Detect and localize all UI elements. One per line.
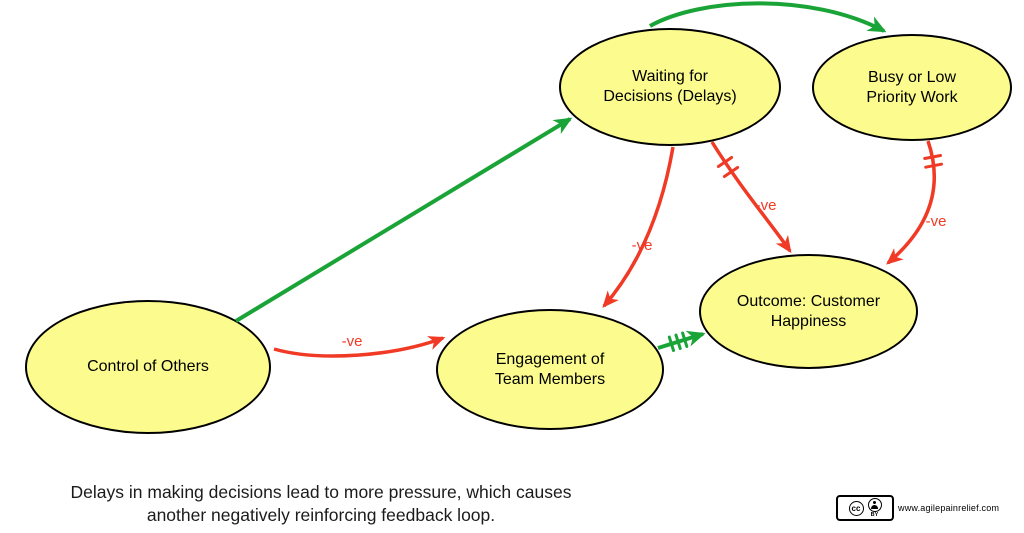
edge-label-negative: -ve — [756, 197, 777, 214]
edge-label-negative: -ve — [926, 213, 947, 230]
node-label: Waiting for Decisions (Delays) — [603, 68, 737, 105]
node-label: Engagement of Team Members — [494, 350, 606, 388]
footer: cc BY www.agilepainrelief.com — [836, 495, 999, 521]
node-engagement-of-team-members: Engagement of Team Members — [436, 309, 664, 430]
edge-waiting-to-busy — [649, 1, 887, 33]
node-label: Busy or Low Priority Work — [866, 68, 958, 106]
edge-control-to-engagement — [273, 336, 446, 358]
edge-waiting-to-outcome — [710, 141, 792, 254]
node-label: Outcome: Customer Happiness — [736, 292, 881, 330]
node-control-of-others: Control of Others — [25, 300, 271, 434]
person-head — [873, 500, 876, 504]
edge-label-negative: -ve — [632, 237, 653, 254]
caption-line-2: another negatively reinforcing feedback … — [146, 505, 496, 526]
node-waiting-for-decisions: Waiting for Decisions (Delays) — [559, 28, 781, 146]
delay-marks-waiting-to-outcome — [716, 156, 740, 178]
cc-icon: cc — [848, 500, 864, 516]
caption-line-1: Delays in making decisions lead to more … — [70, 482, 572, 502]
caption: Delays in making decisions lead to more … — [15, 481, 627, 527]
edge-label-negative: -ve — [342, 333, 363, 350]
edge-control-to-waiting — [234, 117, 573, 323]
website-url: www.agilepainrelief.com — [898, 503, 1000, 513]
node-label: Control of Others — [87, 358, 209, 375]
person-body — [871, 504, 878, 509]
edge-engagement-to-outcome — [657, 330, 706, 350]
delay-marks-engagement-to-outcome — [667, 331, 689, 352]
edge-busy-to-outcome — [886, 140, 936, 265]
delay-marks-busy-to-outcome — [923, 154, 943, 169]
edge-waiting-to-engagement — [602, 146, 675, 308]
node-busy-or-low-priority-work: Busy or Low Priority Work — [812, 34, 1012, 141]
node-outcome-customer-happiness: Outcome: Customer Happiness — [699, 254, 918, 369]
cc-license-badge: cc BY — [836, 495, 894, 521]
cc-by-label: BY — [870, 511, 879, 518]
attribution-person-icon — [867, 497, 882, 512]
